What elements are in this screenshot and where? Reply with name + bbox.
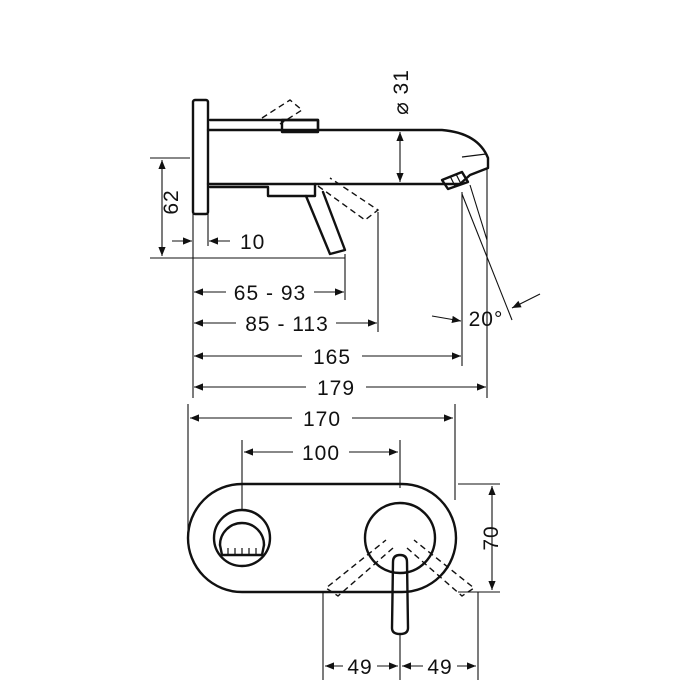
top-handle-dashed: [261, 99, 304, 125]
diameter-31-label: ⌀ 31: [390, 69, 413, 115]
dim-165-label: 165: [313, 346, 351, 369]
wall-plate: [191, 98, 210, 216]
dim-170-label: 170: [303, 408, 341, 431]
dim-49-left-label: 49: [347, 656, 372, 679]
dim-49-right-label: 49: [427, 656, 452, 679]
top-mixer-block: [208, 118, 320, 132]
dim-179-label: 179: [317, 377, 355, 400]
dim-65-93-label: 65 - 93: [234, 282, 306, 305]
spout-aerator: [440, 170, 470, 191]
lever-dashed: [317, 177, 380, 221]
angle-20-label: 20°: [469, 308, 504, 331]
front-view: 170 100 70: [186, 404, 503, 680]
dim-100-label: 100: [302, 442, 340, 465]
height-62-label: 62: [160, 189, 183, 214]
side-view: 62 10 65 - 93 85 - 113 165 179 ⌀ 31 20°: [150, 69, 541, 400]
cover-plate: [186, 482, 458, 594]
lever-dashed-left: [324, 539, 394, 597]
dim-70-label: 70: [480, 525, 503, 550]
lever-front: [390, 553, 410, 636]
dim-85-113-label: 85 - 113: [245, 313, 329, 336]
mixer-rosette: [363, 501, 437, 575]
plate-thickness-10-label: 10: [240, 231, 265, 254]
spout-body: [206, 128, 490, 186]
lever-handle: [304, 190, 347, 256]
left-outlet: [212, 508, 272, 568]
